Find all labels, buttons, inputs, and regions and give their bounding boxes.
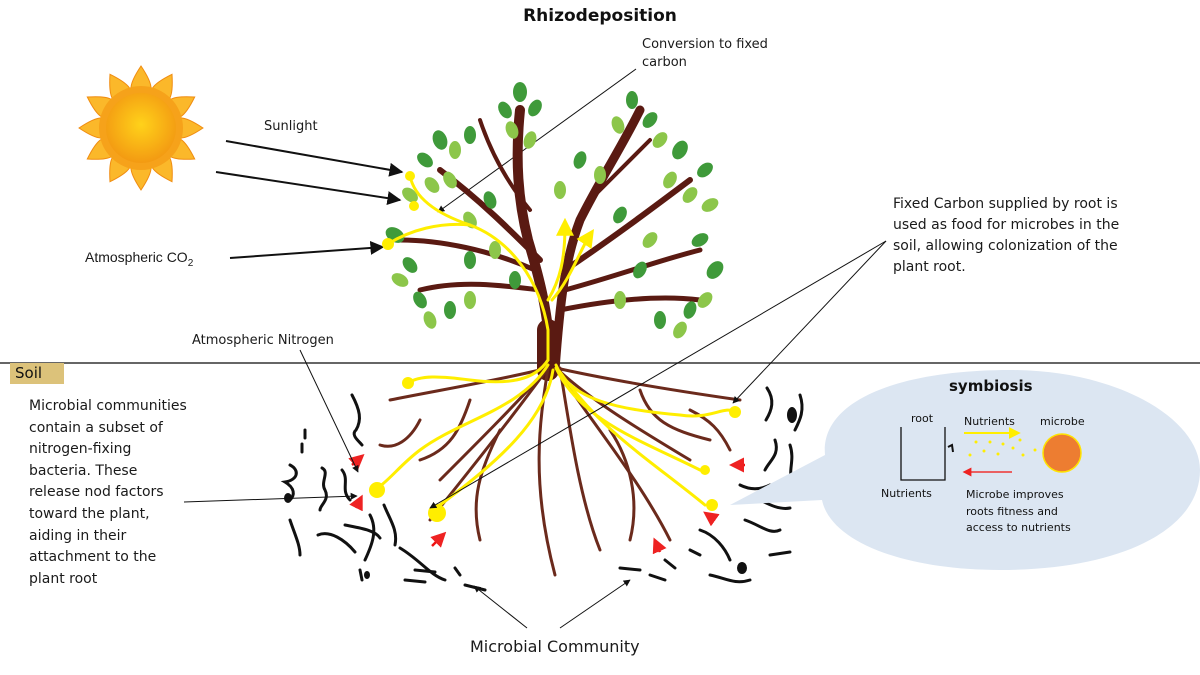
symbiosis-microbe-label: microbe [1040, 415, 1085, 428]
microbial-community-label: Microbial Community [470, 637, 640, 656]
atmospheric-nitrogen-label: Atmospheric Nitrogen [192, 333, 334, 348]
symbiosis-root-nutrients-label: Nutrients [881, 487, 932, 500]
microbial-community-left [280, 393, 487, 592]
co2-label-text: Atmospheric CO [85, 249, 188, 265]
microbial-community-right [618, 386, 804, 584]
leaves [385, 82, 724, 339]
sunlight-arrow-1 [225, 140, 404, 177]
title-text: Rhizodeposition [523, 6, 677, 26]
conversion-label: Conversion to fixed carbon [642, 37, 768, 70]
co2-label: Atmospheric CO2 [85, 248, 193, 273]
fixed-carbon-label: Fixed Carbon supplied by root is used as… [893, 196, 1120, 275]
carbon-flow [373, 174, 737, 507]
microbial-text-pointer [183, 492, 358, 503]
fixed-carbon-pointer-1 [429, 240, 887, 509]
nod-factor-arrows [348, 454, 745, 555]
nitrogen-pointer [299, 349, 359, 473]
roots [378, 366, 742, 577]
community-pointer-2 [559, 579, 631, 629]
symbiosis-improvement-label: Microbe improves roots fitness and acces… [966, 488, 1071, 534]
co2-subscript: 2 [187, 257, 194, 269]
sun-icon [78, 65, 204, 191]
community-pointer-1 [473, 585, 528, 629]
soil-tag: Soil [10, 363, 65, 384]
root-box-icon [900, 427, 954, 481]
fixed-carbon-pointer-2 [732, 240, 887, 404]
conversion-pointer [437, 68, 637, 213]
symbiosis-nutrients-label: Nutrients [964, 415, 1015, 428]
microbial-description: Microbial communities contain a subset o… [29, 398, 187, 587]
sunlight-label: Sunlight [264, 119, 318, 134]
carbon-flow-blobs [369, 171, 741, 522]
sunlight-arrow-2 [215, 171, 402, 206]
nutrient-dots [968, 438, 1037, 457]
symbiosis-title: symbiosis [949, 377, 1033, 395]
symbiosis-root-label: root [911, 412, 934, 425]
tree-illustration [378, 82, 742, 577]
microbe-icon [1042, 433, 1082, 473]
co2-arrow [229, 240, 385, 259]
diagram-title: Rhizodeposition [0, 6, 1200, 26]
